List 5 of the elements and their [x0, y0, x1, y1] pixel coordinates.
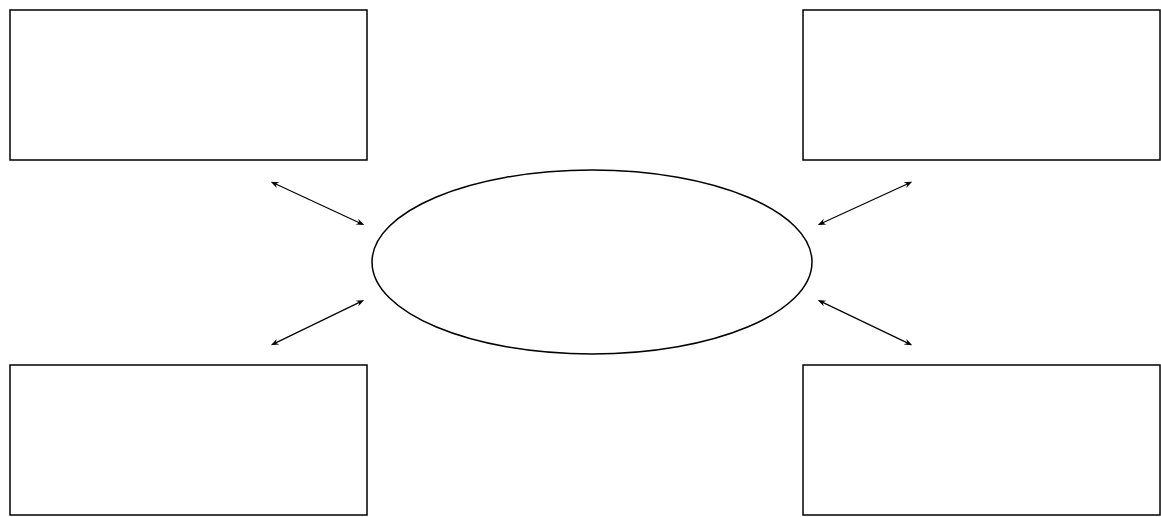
empty-ellipse [371, 169, 813, 355]
empty-box [802, 9, 1161, 161]
empty-box [9, 364, 368, 516]
empty-box [802, 364, 1161, 516]
empty-box [9, 9, 368, 161]
